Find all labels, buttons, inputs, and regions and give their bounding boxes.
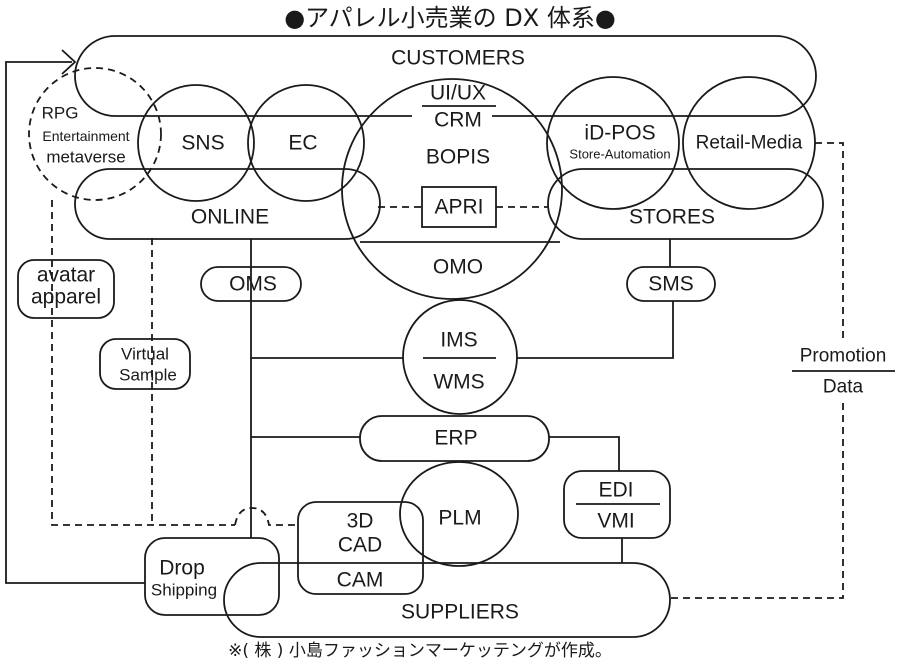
ims-wms-circle <box>402 299 518 415</box>
drop-label: Drop <box>159 557 205 580</box>
data-label: Data <box>823 377 864 398</box>
sms-pill <box>626 266 716 302</box>
idpos-circle <box>546 76 680 210</box>
sns-circle <box>137 84 255 202</box>
omo-circle <box>341 78 563 300</box>
edi-vmi-box <box>563 470 671 539</box>
store-automation-label: Store-Automation <box>569 147 670 162</box>
virtual-label: Virtual <box>121 345 169 364</box>
virtual-sample-box <box>99 338 191 390</box>
stores-pill <box>547 168 824 240</box>
arrow-head-icon <box>61 49 77 75</box>
online-pill <box>74 168 381 240</box>
sample-label: Sample <box>119 366 177 385</box>
diagram-title: ●アパレル小売業の DX 体系● <box>284 4 616 32</box>
plm-label: PLM <box>438 507 481 530</box>
rpg-label: RPG <box>42 104 79 123</box>
suppliers-pill <box>223 562 671 638</box>
rpg-metaverse-circle <box>28 67 162 201</box>
erp-pill <box>359 415 550 462</box>
avatar-label: avatar <box>37 264 95 287</box>
edi-label: EDI <box>598 479 633 502</box>
vmi-label: VMI <box>597 510 634 533</box>
sns-label: SNS <box>181 132 224 155</box>
sms-label: SMS <box>648 273 694 296</box>
ec-label: EC <box>288 132 317 155</box>
omo-label: OMO <box>433 256 483 279</box>
erp-edi-link <box>549 436 620 471</box>
ims-label: IMS <box>440 329 477 352</box>
footnote: ※( 株 ) 小島ファッションマーケッテングが作成。 <box>228 641 612 661</box>
metaverse-label: metaverse <box>46 148 125 167</box>
bopis-label: BOPIS <box>426 146 490 169</box>
plm-circle <box>399 461 519 567</box>
customers-label: CUSTOMERS <box>391 47 525 70</box>
ec-circle <box>247 84 365 202</box>
suppliers-label: SUPPLIERS <box>401 601 519 624</box>
uiux-label: UI/UX <box>430 82 486 105</box>
entertainment-label: Entertainment <box>42 128 129 144</box>
uiux-mask <box>412 104 492 134</box>
cad-label: CAD <box>338 534 382 557</box>
idpos-label: iD-POS <box>584 122 655 145</box>
crm-label: CRM <box>434 109 482 132</box>
avatar-apparel-box <box>17 259 115 319</box>
erp-label: ERP <box>434 427 477 450</box>
promotion-label: Promotion <box>800 346 887 367</box>
retail-media-label: Retail-Media <box>696 133 803 154</box>
oms-pill <box>200 266 302 302</box>
sms-link-line <box>517 239 674 359</box>
avatar-dashed-link <box>51 200 235 526</box>
drop-shipping-box <box>144 537 280 616</box>
apri-label: APRI <box>434 196 483 219</box>
apparel-label: apparel <box>31 286 101 309</box>
stores-label: STORES <box>629 206 715 229</box>
wms-label: WMS <box>433 371 484 394</box>
cam-label: CAM <box>337 569 384 592</box>
dropship-to-customers-line <box>5 61 145 584</box>
cad-cam-box <box>297 501 424 595</box>
oms-label: OMS <box>229 273 277 296</box>
dashed-crossover-hop <box>234 507 298 526</box>
cad-3d-label: 3D <box>347 510 374 533</box>
online-label: ONLINE <box>191 206 269 229</box>
shipping-label: Shipping <box>151 581 217 600</box>
